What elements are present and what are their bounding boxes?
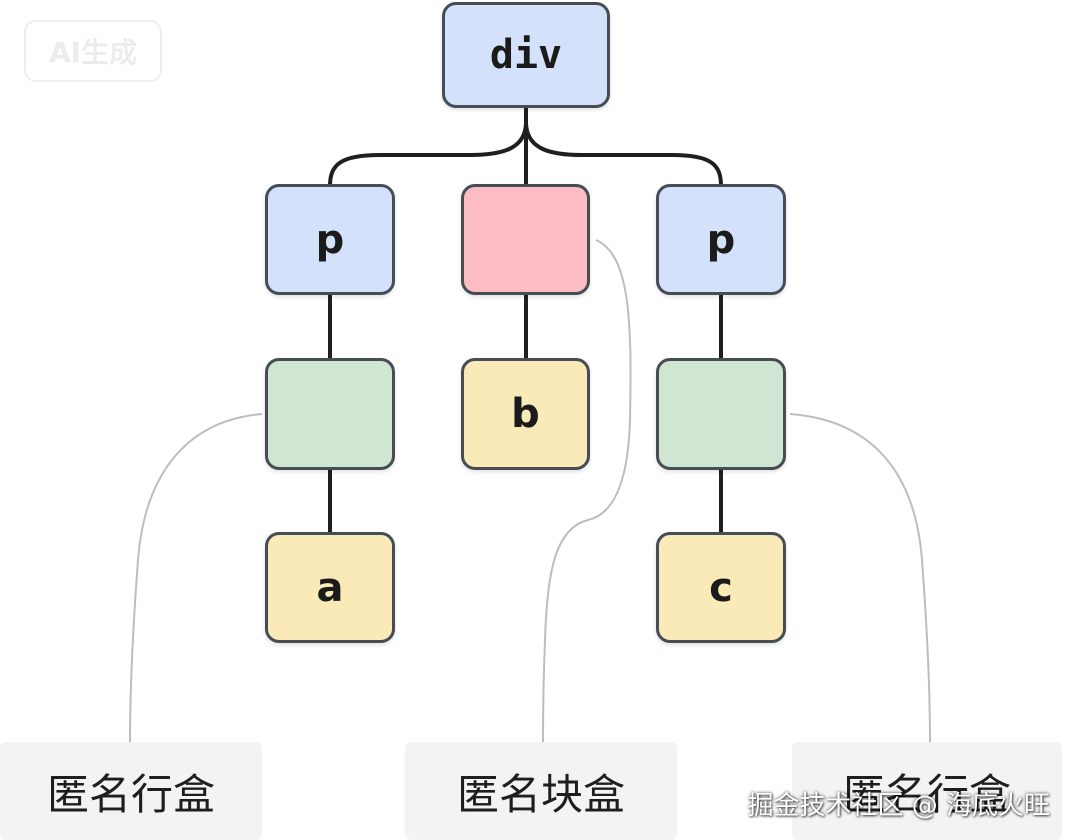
div-root-node: div [442, 2, 610, 108]
anonymous-inline-box-label-right: 匿名行盒 [792, 742, 1062, 840]
anonymous-inline-box-label-left: 匿名行盒 [0, 742, 262, 840]
watermark: 掘金技术社区 @ 海底火旺 [747, 791, 1050, 821]
anonymous-block-node [461, 184, 590, 295]
ai-generated-badge: AI生成 [24, 20, 162, 82]
anonymous-block-box-label: 匿名块盒 [405, 742, 677, 840]
annotation-curve-left [129, 413, 263, 743]
right-anonymous-inline-node [656, 358, 786, 470]
text-c-node: c [656, 532, 786, 643]
edge-div-to-right-p [524, 106, 723, 188]
left-p-node: p [265, 184, 395, 295]
text-b-node: b [461, 358, 590, 470]
annotation-curve-right [789, 413, 931, 743]
right-p-node: p [656, 184, 786, 295]
left-anonymous-inline-node [265, 358, 395, 470]
annotation-curve-middle [542, 239, 632, 743]
edge-div-to-left-p [328, 106, 528, 188]
text-a-node: a [265, 532, 395, 643]
